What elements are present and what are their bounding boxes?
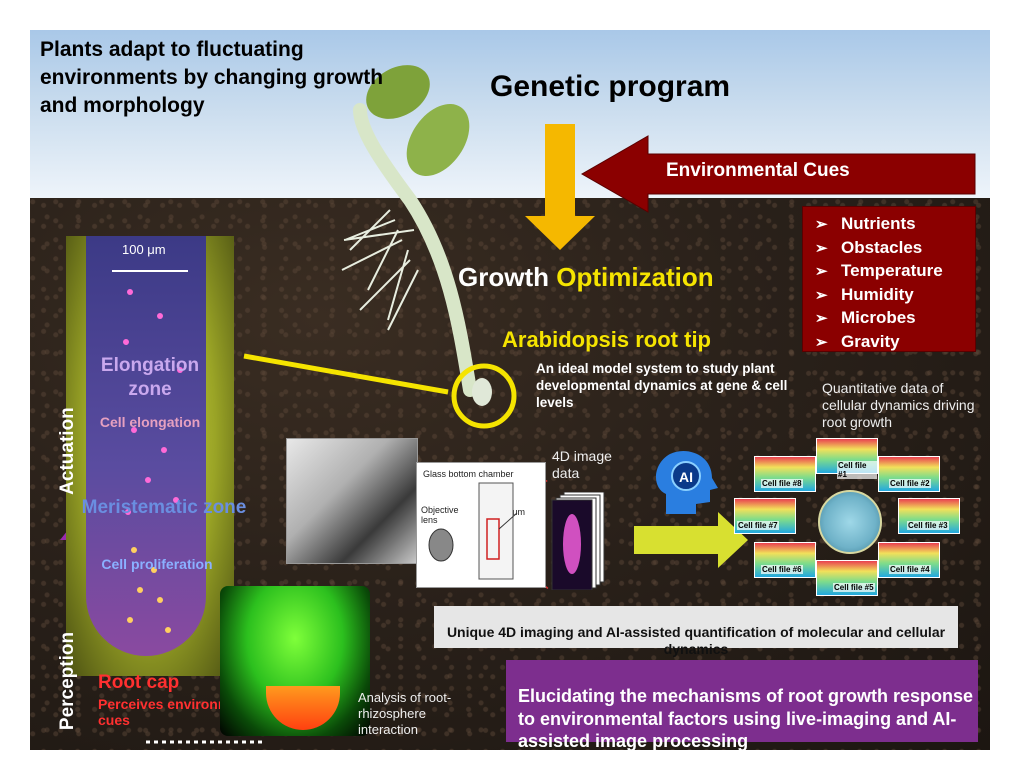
environment-factor-label: Humidity	[841, 284, 914, 304]
cell-file-4-label: Cell file #4	[889, 565, 931, 574]
image-stack-icon	[551, 492, 605, 590]
arabidopsis-description: An ideal model system to study plant dev…	[536, 361, 788, 410]
environment-factor-item: ➢ Gravity	[815, 331, 975, 355]
ai-label: AI	[679, 469, 693, 485]
environment-factor-label: Obstacles	[841, 237, 923, 257]
cell-file-6-label: Cell file #6	[761, 565, 803, 574]
root-cross-section	[818, 490, 882, 554]
chevron-bullet-icon: ➢	[815, 286, 828, 304]
ai-head-icon: AI	[655, 451, 718, 514]
scale-bar	[112, 270, 188, 272]
root-cap-label: Root cap	[98, 672, 180, 693]
growth-word: Growth	[458, 262, 549, 292]
environment-factor-label: Temperature	[841, 261, 943, 280]
slide-title: Plants adapt to fluctuating environments…	[40, 38, 384, 117]
objective-lens-label: Objective lens	[421, 505, 459, 525]
environment-factor-item: ➢ Temperature	[815, 260, 975, 284]
elongation-zone-label: Elongation zone	[100, 355, 200, 400]
environment-factor-label: Nutrients	[841, 214, 916, 233]
unique-imaging-banner: Unique 4D imaging and AI-assisted quanti…	[434, 606, 958, 657]
chevron-bullet-icon: ➢	[815, 263, 828, 280]
environment-factor-item: ➢ Humidity	[815, 284, 975, 308]
environment-arrow	[580, 135, 976, 213]
optimization-word: Optimization	[556, 262, 714, 292]
heatmap-cell-file-1: Cell file #1	[816, 438, 878, 479]
chamber-drawing	[428, 482, 518, 580]
heatmap-cell-file-6: Cell file #6	[754, 542, 816, 578]
environment-factors-list: ➢ Nutrients ➢ Obstacles ➢ Temperature ➢ Humidit…	[803, 207, 975, 354]
cell-file-1-label: Cell file #1	[837, 461, 877, 479]
chevron-bullet-icon: ➢	[815, 310, 828, 327]
arabidopsis-title: Arabidopsis root tip	[502, 327, 711, 352]
actuation-label: Actuation	[57, 407, 78, 495]
rhizosphere-label: Analysis of root-rhizosphere interaction	[358, 690, 452, 737]
heatmap-cell-file-2: Cell file #2	[878, 456, 940, 492]
cell-file-7-label: Cell file #7	[737, 521, 779, 530]
quantitative-data-label: Quantitative data of cellular dynamics d…	[822, 380, 975, 430]
chamber-schematic: Glass bottom chamber Objective lens Agar…	[416, 462, 546, 588]
microscope-photo	[286, 438, 418, 564]
elongation-description: Cell elongation	[99, 414, 201, 430]
environment-factor-item: ➢ Nutrients	[815, 213, 975, 237]
root-tissue	[86, 236, 206, 656]
root-tip-circle	[451, 363, 517, 429]
heatmap-cell-file-3: Cell file #3	[898, 498, 960, 534]
glass-bottom-chamber-label: Glass bottom chamber	[423, 469, 514, 479]
meristematic-zone-label: Meristematic zone	[81, 497, 247, 518]
root-microscopy-image	[66, 236, 234, 676]
cell-file-heatmaps: Cell file #1 Cell file #2 Cell file #3 C…	[734, 438, 966, 600]
cell-file-5-label: Cell file #5	[833, 583, 875, 592]
cell-file-8-label: Cell file #8	[761, 479, 803, 488]
perception-label: Perception	[57, 631, 78, 731]
unique-imaging-text: Unique 4D imaging and AI-assisted quanti…	[446, 624, 946, 657]
slide: Plants adapt to fluctuating environments…	[30, 30, 990, 750]
chevron-bullet-icon: ➢	[815, 239, 828, 257]
pointer-line	[243, 353, 449, 395]
chevron-bullet-icon: ➢	[815, 333, 828, 351]
chevron-bullet-icon: ➢	[815, 216, 828, 233]
scale-label: 100 μm	[122, 242, 166, 257]
meristematic-description: Cell proliferation	[101, 556, 213, 572]
heatmap-cell-file-8: Cell file #8	[754, 456, 816, 492]
image-data-label: 4D image data	[552, 448, 612, 481]
environment-factor-label: Gravity	[841, 331, 900, 351]
heatmap-cell-file-4: Cell file #4	[878, 542, 940, 578]
environment-factor-item: ➢ Obstacles	[815, 237, 975, 261]
environment-factors-box: ➢ Nutrients ➢ Obstacles ➢ Temperature ➢ Humidit…	[802, 206, 976, 352]
cell-file-3-label: Cell file #3	[907, 521, 949, 530]
heatmap-cell-file-7: Cell file #7	[734, 498, 796, 534]
root-nuclei	[123, 289, 183, 633]
genetic-program-label: Genetic program	[490, 70, 731, 103]
environment-factor-item: ➢ Microbes	[815, 307, 975, 331]
elucidating-banner: Elucidating the mechanisms of root growt…	[506, 660, 978, 750]
elucidating-text: Elucidating the mechanisms of root growt…	[518, 686, 974, 750]
environment-factor-label: Microbes	[841, 308, 916, 327]
heatmap-cell-file-5: Cell file #5	[816, 560, 878, 596]
genetic-arrow	[525, 124, 595, 250]
growth-optimization-label: Growth Optimization	[458, 262, 714, 293]
seedling-illustration	[341, 65, 492, 406]
cell-file-2-label: Cell file #2	[889, 479, 931, 488]
environmental-cues-label: Environmental Cues	[666, 160, 850, 181]
analysis-arrow	[634, 512, 748, 568]
